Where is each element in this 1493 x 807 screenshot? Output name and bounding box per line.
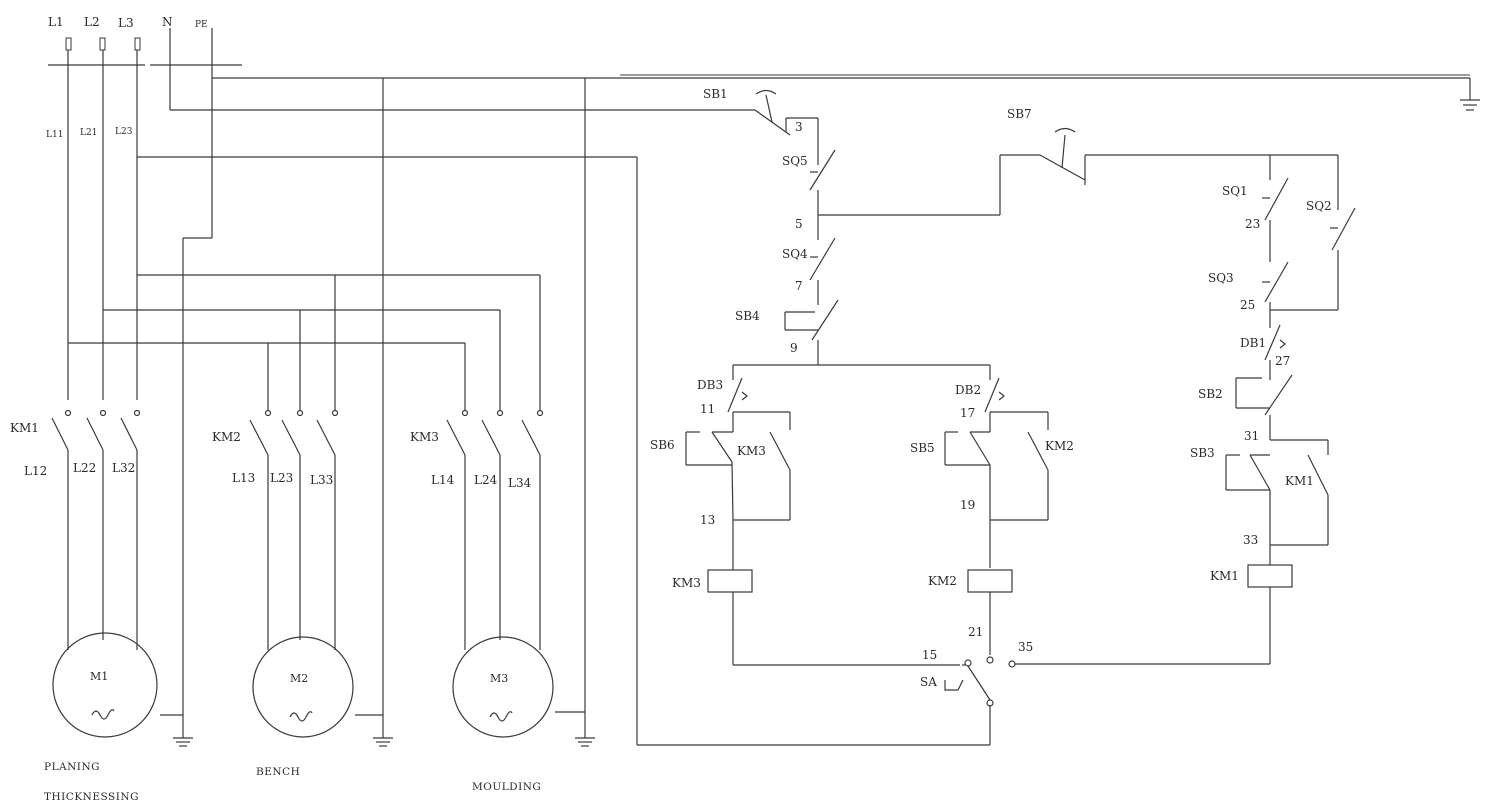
label-l11: L11 <box>46 130 63 140</box>
km1-control-branch <box>1225 155 1356 664</box>
km1-label: KM1 <box>10 421 39 435</box>
sq5-contact <box>809 149 836 215</box>
sq4-label: SQ4 <box>782 247 808 261</box>
node-5: 5 <box>795 217 803 231</box>
km2-control-branch <box>944 365 1049 655</box>
node-27: 27 <box>1275 354 1290 368</box>
motor-m1 <box>52 632 158 738</box>
sb6-label: SB6 <box>650 438 675 452</box>
motor-m3 <box>452 636 554 738</box>
pe-bus <box>212 74 1480 111</box>
km3-control-branch <box>685 365 960 666</box>
node-19: 19 <box>960 498 975 512</box>
caption-m1-line1: PLANING <box>44 761 100 773</box>
node-33: 33 <box>1243 533 1258 547</box>
db3-label: DB3 <box>697 378 723 392</box>
sb3-label: SB3 <box>1190 446 1215 460</box>
caption-m1-line2: THICKNESSING <box>44 791 139 803</box>
sb5-label: SB5 <box>910 441 935 455</box>
sq4-contact <box>809 215 836 300</box>
node-9: 9 <box>790 341 798 355</box>
node-21: 21 <box>968 625 983 639</box>
km2-label: KM2 <box>212 430 241 444</box>
sa-label: SA <box>920 675 937 689</box>
km3-coil-label: KM3 <box>672 576 701 590</box>
node-23: 23 <box>1245 217 1260 231</box>
sq2-label: SQ2 <box>1306 199 1332 213</box>
sq3-label: SQ3 <box>1208 271 1234 285</box>
km3-power-contacts <box>446 409 544 650</box>
motor-m2-label: M2 <box>290 672 308 685</box>
km2-out-1: L13 <box>232 471 255 485</box>
km1-power-contacts <box>51 409 141 650</box>
sb4-switch <box>784 299 839 365</box>
km2-out-3: L33 <box>310 473 333 487</box>
caption-m3: MOULDING <box>472 781 541 793</box>
km2-coil-label: KM2 <box>928 574 957 588</box>
km3-out-3: L34 <box>508 476 532 490</box>
node-25: 25 <box>1240 298 1255 312</box>
label-pe: PE <box>195 20 208 30</box>
power-lines <box>67 65 991 746</box>
node-3: 3 <box>795 120 803 134</box>
km1-out-3: L32 <box>112 461 135 475</box>
label-l2: L2 <box>84 15 100 29</box>
sb4-label: SB4 <box>735 309 760 323</box>
sq1-label: SQ1 <box>1222 184 1248 198</box>
sb2-label: SB2 <box>1198 387 1223 401</box>
node-17: 17 <box>960 406 975 420</box>
motor-m1-label: M1 <box>90 670 108 683</box>
node-7: 7 <box>795 279 803 293</box>
label-n: N <box>162 15 173 29</box>
label-l1: L1 <box>48 15 64 29</box>
km2-out-2: L23 <box>270 471 293 485</box>
km3-out-2: L24 <box>474 473 498 487</box>
km2-aux-label: KM2 <box>1045 439 1074 453</box>
km3-label: KM3 <box>410 430 439 444</box>
km1-out-2: L22 <box>73 461 96 475</box>
node-11: 11 <box>700 402 715 416</box>
sa-selector-switch <box>944 656 1270 707</box>
km1-out-1: L12 <box>24 464 47 478</box>
motor-m2 <box>252 636 354 738</box>
sb1-label: SB1 <box>703 87 728 101</box>
supply-terminals <box>48 28 242 110</box>
km2-power-contacts <box>249 409 339 650</box>
km3-out-1: L14 <box>431 473 455 487</box>
node-15: 15 <box>922 648 937 662</box>
db2-label: DB2 <box>955 383 981 397</box>
db1-label: DB1 <box>1240 336 1266 350</box>
node-35: 35 <box>1018 640 1033 654</box>
motor-m3-label: M3 <box>490 672 508 685</box>
km1-coil-label: KM1 <box>1210 569 1239 583</box>
label-l21: L21 <box>80 128 97 138</box>
node-31: 31 <box>1244 429 1259 443</box>
label-l3: L3 <box>118 16 134 30</box>
km3-aux-label: KM3 <box>737 444 766 458</box>
sq5-label: SQ5 <box>782 154 808 168</box>
km1-aux-label: KM1 <box>1285 474 1314 488</box>
sb1-switch <box>754 89 819 150</box>
node-13: 13 <box>700 513 715 527</box>
earth-symbols <box>160 711 595 747</box>
sb7-label: SB7 <box>1007 107 1032 121</box>
caption-m2: BENCH <box>256 766 300 778</box>
sb7-branch <box>818 127 1338 216</box>
label-l23: L23 <box>115 127 133 137</box>
